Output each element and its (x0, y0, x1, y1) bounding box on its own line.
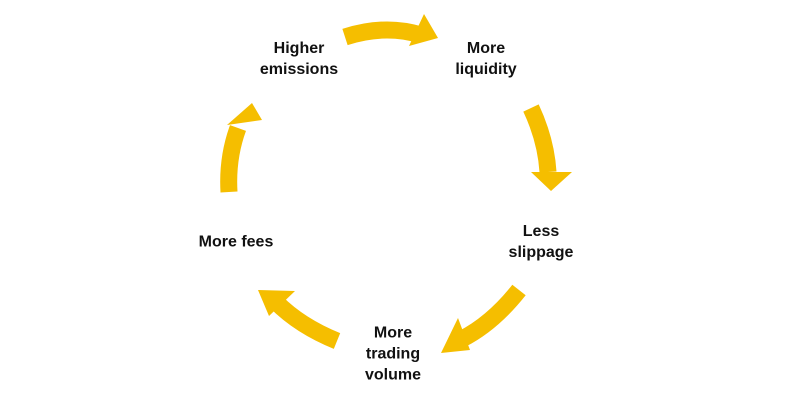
node-label-line: liquidity (455, 61, 517, 78)
node-label-line: More fees (198, 233, 274, 251)
arrow-more-fees-to-higher-emissions (220, 103, 262, 193)
arrow-less-slippage-to-more-trading-volume (441, 284, 526, 353)
node-more-fees: More fees (199, 232, 274, 253)
arrow-more-liquidity-to-less-slippage (523, 104, 572, 191)
arrow-higher-emissions-to-more-liquidity (342, 14, 438, 46)
node-label-line: trading (365, 345, 421, 363)
node-less-slippage: Less slippage (509, 221, 574, 263)
node-label-line: emissions (259, 61, 339, 78)
node-label-line: More (373, 324, 413, 342)
node-label-line: More (466, 40, 506, 57)
node-label-line: Higher (273, 40, 325, 57)
node-label-line: Less (522, 223, 560, 240)
node-more-trading-volume: More trading volume (365, 323, 421, 386)
node-higher-emissions: Higher emissions (260, 38, 338, 80)
node-more-liquidity: More liquidity (455, 38, 516, 80)
node-label-line: volume (364, 366, 422, 384)
arrow-more-trading-volume-to-more-fees (258, 290, 341, 349)
node-label-line: slippage (508, 244, 574, 261)
